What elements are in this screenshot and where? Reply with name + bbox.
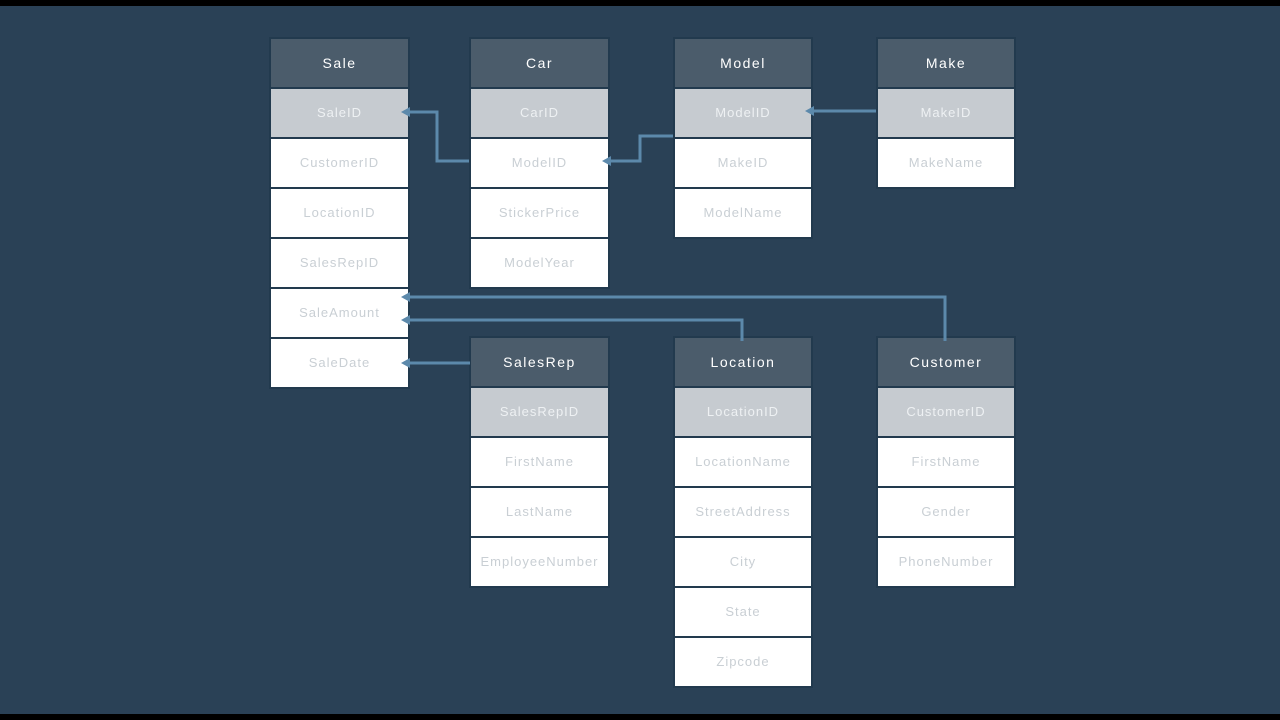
field-salesrep-salesrepid-key: SalesRepID [471, 388, 608, 436]
table-sale-title: Sale [271, 39, 408, 87]
field-sale-locationid: LocationID [271, 189, 408, 237]
field-car-carid-key: CarID [471, 89, 608, 137]
field-location-locationid-key: LocationID [675, 388, 811, 436]
field-sale-saledate: SaleDate [271, 339, 408, 387]
field-make-makeid-key: MakeID [878, 89, 1014, 137]
field-car-modelid: ModelID [471, 139, 608, 187]
field-location-zipcode: Zipcode [675, 638, 811, 686]
table-customer-title: Customer [878, 338, 1014, 386]
field-sale-salesrepid: SalesRepID [271, 239, 408, 287]
field-location-state: State [675, 588, 811, 636]
field-sale-customerid: CustomerID [271, 139, 408, 187]
field-customer-phonenumber: PhoneNumber [878, 538, 1014, 586]
field-sale-saleid-key: SaleID [271, 89, 408, 137]
field-salesrep-employeenumber: EmployeeNumber [471, 538, 608, 586]
relationship-customer-to-sale [401, 292, 947, 341]
relationship-car-to-sale-saleid [401, 107, 469, 163]
letterbox-bar-bottom [0, 714, 1280, 720]
relationship-make-to-model-modelid [805, 106, 876, 116]
field-model-modelname: ModelName [675, 189, 811, 237]
connector-line-model-to-car-modelid [611, 134, 673, 163]
table-model-title: Model [675, 39, 811, 87]
field-location-locationname: LocationName [675, 438, 811, 486]
table-salesrep-title: SalesRep [471, 338, 608, 386]
field-make-makename: MakeName [878, 139, 1014, 187]
field-car-modelyear: ModelYear [471, 239, 608, 287]
field-salesrep-lastname: LastName [471, 488, 608, 536]
field-customer-gender: Gender [878, 488, 1014, 536]
field-customer-firstname: FirstName [878, 438, 1014, 486]
table-make-title: Make [878, 39, 1014, 87]
field-car-stickerprice: StickerPrice [471, 189, 608, 237]
field-location-city: City [675, 538, 811, 586]
relationship-salesrep-to-sale-saledate [401, 358, 470, 368]
field-model-makeid: MakeID [675, 139, 811, 187]
connector-line-customer-to-sale [410, 295, 947, 341]
field-customer-customerid-key: CustomerID [878, 388, 1014, 436]
table-location-title: Location [675, 338, 811, 386]
relationship-model-to-car-modelid [602, 134, 673, 166]
table-car-title: Car [471, 39, 608, 87]
field-model-modelid-key: ModelID [675, 89, 811, 137]
letterbox-bar-top [0, 0, 1280, 6]
field-sale-saleamount: SaleAmount [271, 289, 408, 337]
field-location-streetaddress: StreetAddress [675, 488, 811, 536]
field-salesrep-firstname: FirstName [471, 438, 608, 486]
connector-line-car-to-sale-saleid [410, 110, 469, 163]
